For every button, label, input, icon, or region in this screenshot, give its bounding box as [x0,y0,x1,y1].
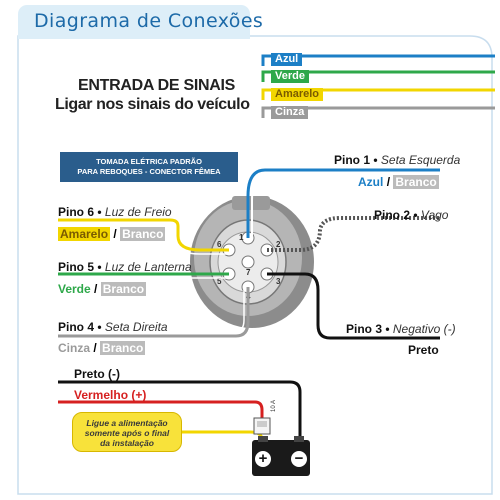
pin6-function: Luz de Freio [104,205,172,219]
page-title: Diagrama de Conexões [34,10,264,32]
pin6-color1: Amarelo [58,227,111,241]
note-line1: Ligue a alimentação [86,418,168,428]
socket-label-line1: TOMADA ELÉTRICA PADRÃO [96,157,202,166]
battery-plus-icon: + [258,450,268,467]
pin4-function: Seta Direita [104,320,168,334]
socket-number-6: 6 [217,240,222,249]
wire-pin6-yellow [58,218,229,252]
legend-yellow: Amarelo [271,88,324,101]
pin5-separator: / [94,282,98,296]
pin5-color1: Verde [58,282,91,296]
pin6-colors: Amarelo / Branco [58,227,166,241]
wire-power-positive [58,400,264,418]
pin2-title: Pino 2 • Vago [374,208,449,222]
battery-minus-icon: − [294,450,304,467]
legend-blue: Azul [271,53,303,66]
pin6-separator: / [113,227,117,241]
socket-number-2: 2 [276,240,281,249]
pin6-name: Pino 6 [58,205,95,219]
wire-note-yellow [182,430,264,441]
battery [252,436,310,476]
pin3-title: Pino 3 • Negativo (-) [346,322,456,336]
pin5-color2: Branco [100,282,147,296]
pin5-function: Luz de Lanterna [104,260,192,274]
pin4-title: Pino 4 • Seta Direita [58,320,168,334]
pin3-function: Negativo (-) [392,322,456,336]
legend-wire-gray [261,106,495,118]
pin5-title: Pino 5 • Luz de Lanterna [58,260,192,274]
socket-number-3: 3 [276,277,281,286]
signal-heading: ENTRADA DE SINAIS [78,77,235,94]
note-line3: da instalação [100,438,154,448]
pin6-color2: Branco [120,227,166,241]
wire-pin1-blue [246,168,440,238]
wire-pin4-stripe [58,287,245,333]
pin4-name: Pino 4 [58,320,95,334]
wire-pin1-stripe [251,173,440,238]
pin1-color1: Azul [358,175,384,189]
fuse-label: 10 A [271,399,277,412]
pin1-function: Seta Esquerda [380,153,461,167]
wire-pin4-gray [58,287,250,338]
pin1-separator: / [386,175,391,189]
pin1-name: Pino 1 [334,153,371,167]
pin4-color2: Branco [100,341,146,355]
wire-pin6-stripe [58,223,229,255]
power-positive-label: Vermelho (+) [74,388,147,402]
legend-gray: Cinza [271,106,309,119]
socket-number-5: 5 [217,277,222,286]
socket-label-line2: PARA REBOQUES - CONECTOR FÊMEA [77,167,221,176]
wire-pin3-black [267,272,440,340]
pin1-title: Pino 1 • Seta Esquerda [334,153,461,167]
socket-number-7: 7 [246,268,251,277]
socket-number-1: 1 [239,233,244,242]
socket-label: TOMADA ELÉTRICA PADRÃO PARA REBOQUES - C… [60,152,238,182]
pin3-colors: Preto [408,343,439,357]
wire-pin2-spare [267,216,440,252]
wire-power-negative [58,380,302,440]
pin4-color1: Cinza [58,341,91,355]
legend-wire-yellow [261,88,495,100]
pin4-separator: / [93,341,97,355]
installation-note: Ligue a alimentação somente após o final… [72,412,182,452]
pin2-function: Vago [420,208,449,222]
fuse [253,417,271,435]
pin5-colors: Verde / Branco [58,282,147,296]
legend-green: Verde [271,70,309,83]
power-negative-label: Preto (-) [74,367,120,381]
pin1-color2: Branco [393,175,439,189]
signal-subheading: Ligar nos sinais do veículo [55,96,250,113]
legend-wire-blue [261,54,495,66]
pin1-colors: Azul / Branco [358,175,439,189]
pin5-name: Pino 5 [58,260,95,274]
wire-color-legend [261,54,495,118]
pin6-title: Pino 6 • Luz de Freio [58,205,172,219]
legend-wire-green [261,70,495,82]
pin4-colors: Cinza / Branco [58,341,146,355]
pin2-name: Pino 2 [374,208,411,222]
note-line2: somente após o final [84,428,170,438]
pin3-name: Pino 3 [346,322,383,336]
title-tab [18,5,250,39]
